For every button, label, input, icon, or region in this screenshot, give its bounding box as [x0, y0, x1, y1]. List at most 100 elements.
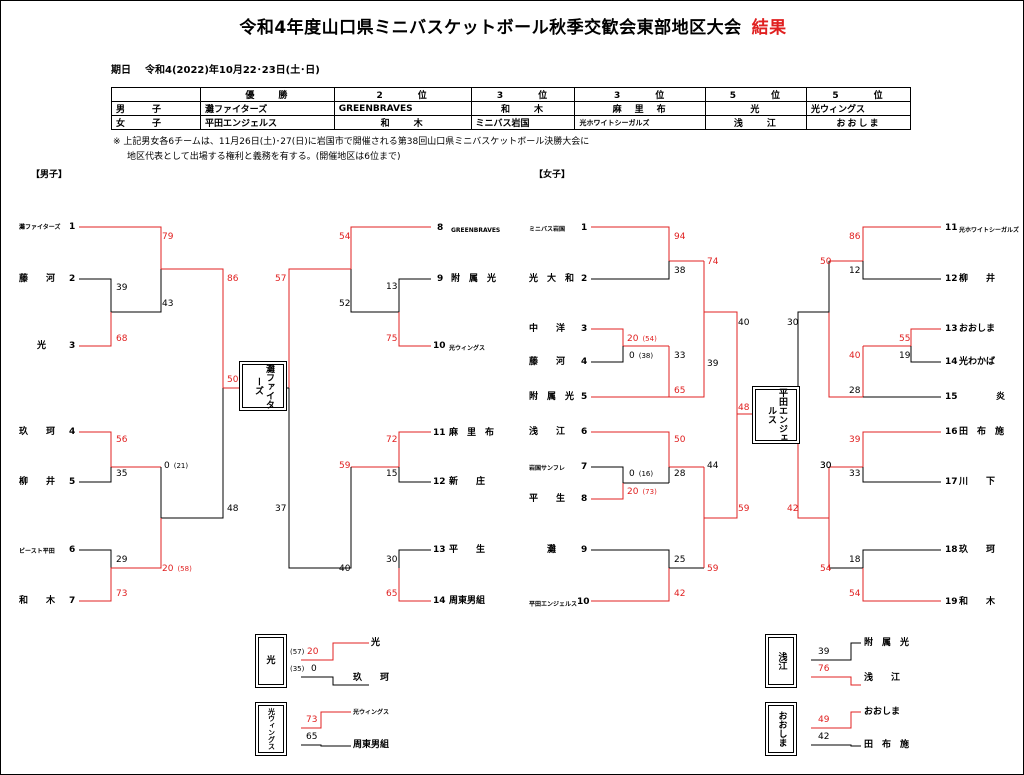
score: 59: [707, 564, 719, 574]
team-number: 3: [69, 341, 76, 351]
team-number: 10: [577, 597, 590, 607]
score: 59: [738, 504, 750, 514]
team-number: 3: [581, 324, 588, 334]
team-name: 周東男組: [449, 596, 486, 606]
bracket-line: [301, 711, 351, 729]
team-name: 和 木: [19, 596, 56, 606]
team-name: 玖 珂: [353, 673, 390, 683]
team-name: 玖 珂: [959, 545, 996, 555]
score: 13: [386, 282, 398, 292]
table-row: 女 子 平田エンジェルス 和 木 ミニバス岩国 光ホワイトシーガルズ 浅 江 お…: [111, 115, 912, 130]
team-name: 光ウィングス: [449, 345, 486, 352]
team-name: 新 庄: [449, 477, 486, 487]
bracket-line: [288, 268, 351, 388]
score: 40: [849, 351, 861, 361]
team-number: 12: [945, 274, 958, 284]
team-number: 14: [945, 357, 958, 367]
bracket-line: [591, 261, 670, 280]
team-number: 14: [433, 596, 446, 606]
score: 72: [386, 435, 398, 445]
score: 56: [116, 435, 128, 445]
bracket-line: [811, 642, 861, 661]
team-name: おおしま: [959, 324, 996, 334]
score: (57): [290, 648, 305, 656]
team-number: 11: [433, 428, 446, 438]
bracket-line: [910, 346, 941, 363]
team-number: 6: [69, 545, 76, 555]
bracket-line: [79, 226, 162, 269]
bracket-line: [398, 467, 431, 483]
team-name: 光わかば: [959, 357, 996, 367]
girls-heading: 【女子】: [534, 170, 571, 180]
score: 33: [849, 469, 861, 479]
team-name: 柳 井: [959, 274, 996, 284]
team-name: 和 木: [959, 597, 996, 607]
bracket-line: [703, 414, 738, 519]
score: 18: [849, 555, 861, 565]
bracket-line: [398, 568, 431, 602]
score: 73: [306, 715, 318, 725]
bracket-line: [828, 312, 864, 398]
score: 20(73): [627, 487, 657, 497]
score: 65: [386, 589, 398, 599]
bracket-line: [591, 466, 669, 484]
girls-champion-box: 平田エンジェルス: [752, 386, 800, 444]
bracket-line: [350, 226, 431, 269]
team-name: 光ホワイトシーガルズ: [959, 227, 1020, 234]
team-name: 中 洋: [529, 324, 566, 334]
row-label: 女 子: [111, 115, 201, 130]
boys-heading: 【男子】: [31, 170, 68, 180]
team-name: 岩国サンフレ: [529, 465, 565, 472]
team-number: 12: [433, 477, 446, 487]
team-name: 川 下: [959, 477, 996, 487]
score: 0(16): [629, 469, 654, 479]
bracket-line: [591, 226, 704, 262]
score: 33: [674, 351, 686, 361]
bracket-line: [79, 467, 112, 483]
consolation-box: 浅江: [765, 634, 797, 688]
team-name: 周東男組: [353, 740, 390, 750]
page-title: 令和4年度山口県ミニバスケットボール秋季交歓会東部地区大会結果: [239, 18, 787, 38]
team-number: 8: [581, 494, 588, 504]
bracket-line: [668, 312, 705, 398]
bracket-line: [591, 346, 624, 363]
team-number: 10: [433, 341, 446, 351]
team-name: 光: [371, 638, 381, 648]
score: 20(54): [627, 334, 657, 344]
bracket-line: [301, 676, 369, 686]
score: 0(38): [629, 351, 654, 361]
bracket-line: [398, 312, 431, 347]
bracket-line: [79, 312, 112, 347]
score: 44: [707, 461, 719, 471]
score: 12: [849, 266, 861, 276]
score: 94: [674, 232, 686, 242]
consolation-box: 光: [255, 634, 287, 688]
team-name: おおしま: [864, 707, 901, 717]
score: 54: [339, 232, 351, 242]
score: 42: [818, 732, 830, 742]
team-name: 炎: [996, 392, 1006, 402]
bracket-line: [811, 676, 861, 686]
bracket-line: [591, 328, 669, 347]
team-number: 5: [581, 392, 588, 402]
bracket-line: [797, 414, 830, 519]
bracket-line: [811, 744, 861, 747]
bracket-line: [797, 261, 830, 414]
bracket-line: [862, 261, 941, 280]
score: 79: [162, 232, 174, 242]
team-name: 附 属 光: [529, 392, 575, 402]
team-number: 16: [945, 427, 958, 437]
score: 38: [674, 266, 686, 276]
results-table: 優 勝 2 位 3 位 3 位 5 位 5 位 男 子 灘ファイターズ GREE…: [111, 87, 912, 130]
score: 20: [307, 647, 319, 657]
score: 19: [899, 351, 911, 361]
bracket-line: [591, 549, 704, 569]
team-name: 玖 珂: [19, 427, 56, 437]
team-name: 麻 里 布: [449, 428, 495, 438]
score: 76: [818, 664, 830, 674]
event-date: 期日令和4(2022)年10月22･23日(土･日): [111, 65, 320, 76]
team-number: 2: [581, 274, 588, 284]
title-result: 結果: [751, 18, 787, 38]
score: 48: [738, 403, 750, 413]
